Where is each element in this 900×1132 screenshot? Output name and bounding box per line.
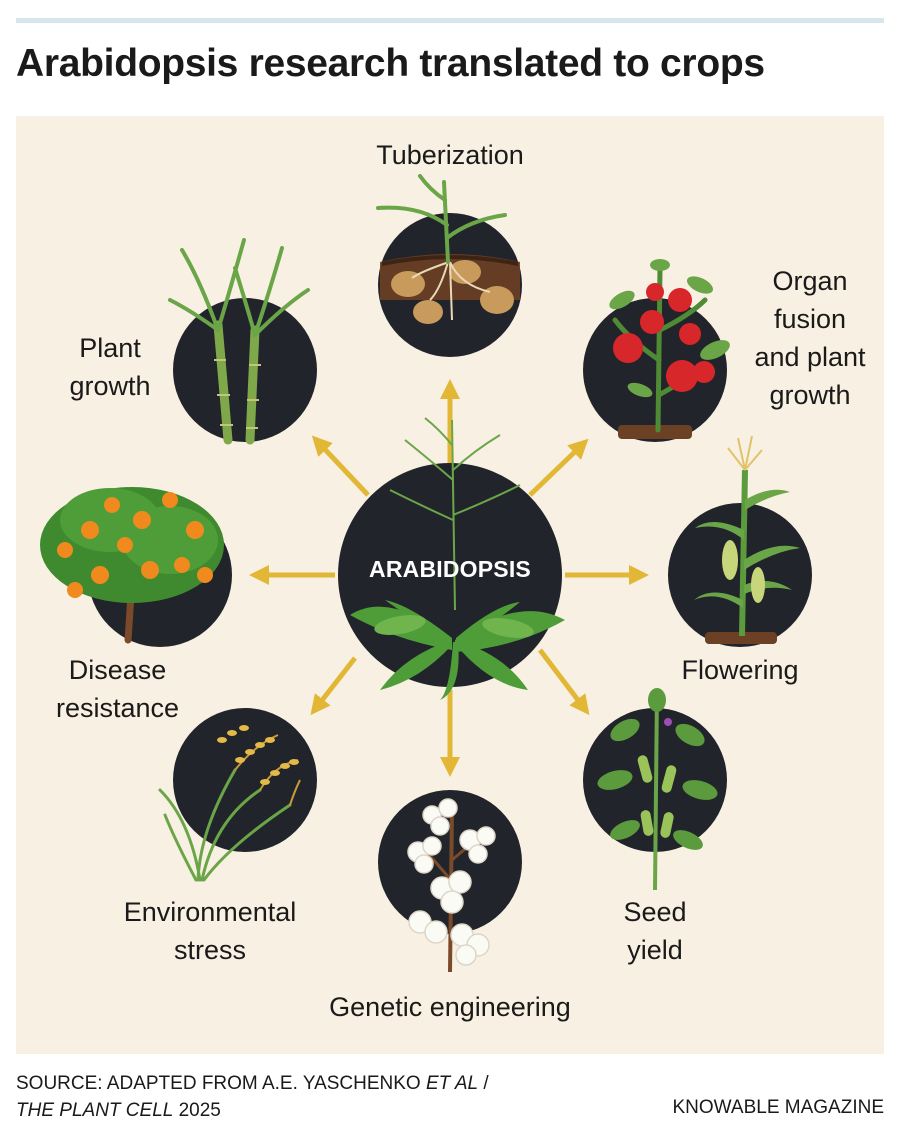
circle-flowering bbox=[668, 503, 812, 647]
rice-plant-illustration bbox=[158, 725, 301, 882]
label-genetic-engineering: Genetic engineering bbox=[329, 992, 571, 1022]
label-flowering: Flowering bbox=[681, 655, 799, 685]
label-disease-resistance: Disease resistance bbox=[55, 655, 180, 723]
soybean-plant-illustration bbox=[597, 688, 718, 891]
source-credit: SOURCE: ADAPTED FROM A.E. YASCHENKO ET A… bbox=[16, 1070, 489, 1124]
label-tuberization: Tuberization bbox=[376, 140, 524, 170]
label-plant-growth: Plant growth bbox=[69, 333, 151, 401]
circle-environmental-stress bbox=[173, 708, 317, 852]
arabidopsis-label: ARABIDOPSIS bbox=[369, 556, 531, 582]
label-organ-fusion: Organ fusion and plant growth bbox=[754, 266, 866, 410]
tomato-plant-illustration bbox=[609, 259, 730, 439]
sugarcane-illustration bbox=[168, 238, 310, 445]
arabidopsis-illustration bbox=[350, 417, 565, 700]
arrow-seed-yield bbox=[538, 648, 590, 716]
label-environmental-stress: Environmental stress bbox=[123, 897, 297, 965]
cotton-plant-illustration bbox=[407, 798, 496, 973]
arrow-plant-growth bbox=[311, 435, 370, 497]
source-line-1: SOURCE: ADAPTED FROM A.E. YASCHENKO ET A… bbox=[16, 1073, 489, 1094]
top-rule bbox=[16, 18, 884, 23]
orange-tree-illustration bbox=[40, 487, 224, 644]
circle-plant-growth bbox=[173, 298, 317, 442]
source-line-2: THE PLANT CELL 2025 bbox=[16, 1100, 221, 1121]
potato-plant-illustration bbox=[376, 174, 520, 324]
arrows bbox=[249, 379, 649, 777]
arrow-environmental-stress bbox=[310, 656, 357, 716]
label-seed-yield: Seed yield bbox=[623, 897, 687, 965]
publisher-credit: KNOWABLE MAGAZINE bbox=[672, 1097, 885, 1118]
arrow-organ-fusion bbox=[528, 438, 589, 497]
corn-plant-illustration bbox=[694, 435, 800, 644]
page-title: Arabidopsis research translated to crops bbox=[16, 42, 765, 85]
